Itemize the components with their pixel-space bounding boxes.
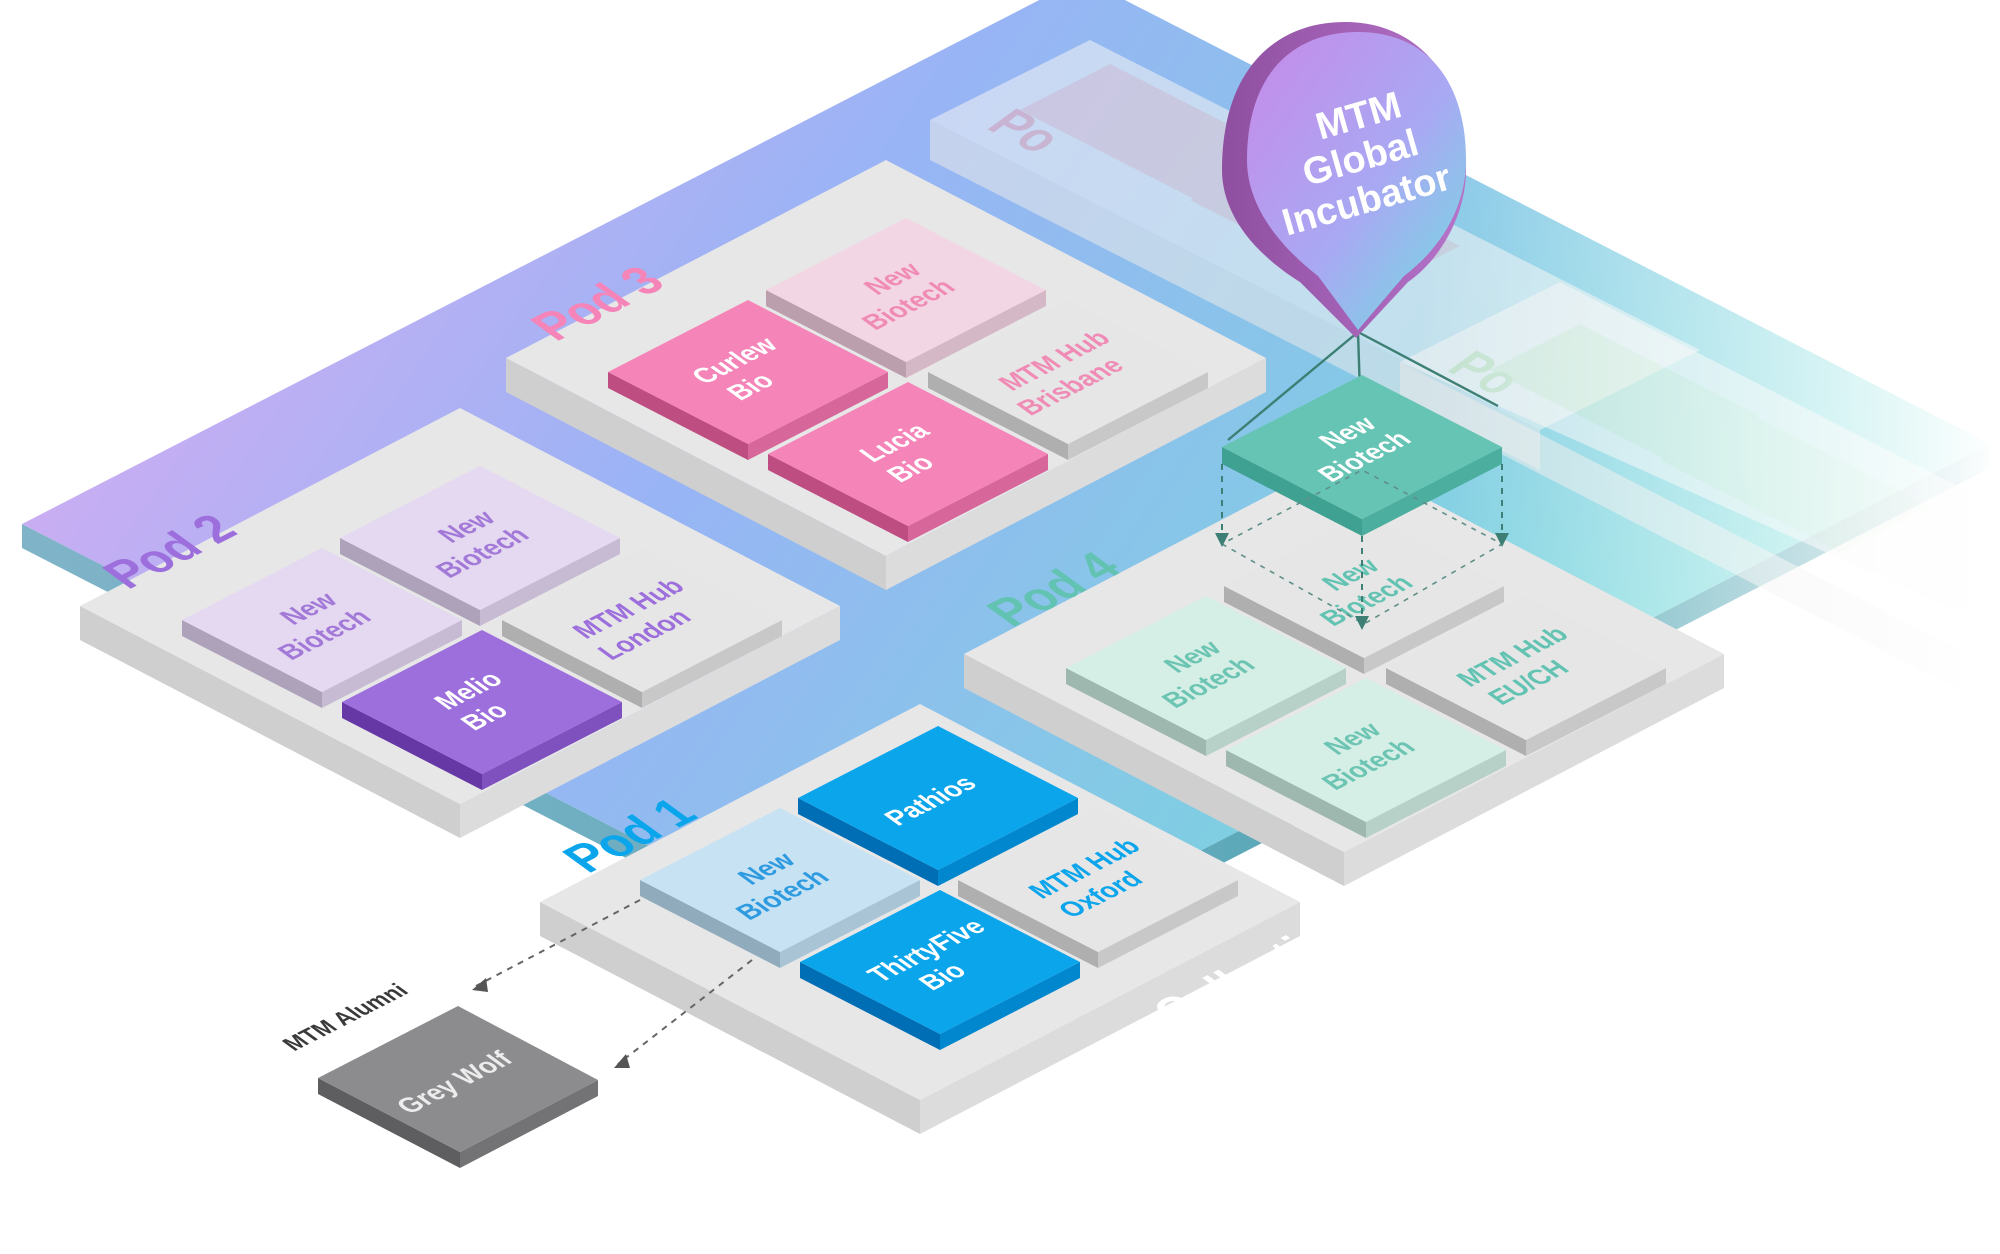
pod2-tile-2-side-left xyxy=(502,620,642,708)
pod2-tile-2-top xyxy=(502,548,782,692)
pod1-tile-1-side-left xyxy=(798,798,938,886)
pod3-tile-3-side-right xyxy=(908,454,1048,542)
pod4-tile-2-top xyxy=(1386,596,1666,740)
pod2-tile-1-top xyxy=(340,466,620,610)
pod3-tile-3-top xyxy=(768,382,1048,526)
pod4-tile-3-top xyxy=(1226,678,1506,822)
pod3-tile-2-top xyxy=(928,300,1208,444)
pod4-tile-2-side-left xyxy=(1386,668,1526,756)
pod2-tile-2-side-right xyxy=(642,620,782,708)
pod1-tile-0-top xyxy=(640,808,920,952)
pod4-tile-1-side-left xyxy=(1224,586,1364,674)
pod2-tile-1-side-left xyxy=(340,538,480,626)
pod4-base-side-right xyxy=(1344,654,1724,886)
pod1-tile-1-side-right xyxy=(938,798,1078,886)
pod1-tile-2-side-right xyxy=(1098,880,1238,968)
pod2-tile-0-side-left xyxy=(182,620,322,708)
pod4-tile-3-side-right xyxy=(1366,750,1506,838)
pod2-base-side-right xyxy=(460,606,840,838)
pod3-base-side-left xyxy=(506,358,886,590)
pod4-tile-0-side-right xyxy=(1206,668,1346,756)
pod2-tile-3-top xyxy=(342,630,622,774)
pod3-tile-1-side-left xyxy=(766,290,906,378)
pod1-tile-1[interactable]: Pathios xyxy=(798,726,1078,886)
alumni-arrow-head-2 xyxy=(614,1054,630,1068)
pod2-tile-3-side-left xyxy=(342,702,482,790)
pod4-tile-3-side-left xyxy=(1226,750,1366,838)
pod1-tile-3-top xyxy=(800,890,1080,1034)
pod2-tile-3-side-right xyxy=(482,702,622,790)
alumni-arrow-head-1 xyxy=(472,978,488,992)
pod4-tile-2-side-right xyxy=(1526,668,1666,756)
incubator-pin: MTM Global Incubator xyxy=(1222,22,1466,338)
pod2-tile-0-side-right xyxy=(322,620,462,708)
pod4-tile-1-side-right xyxy=(1364,586,1504,674)
pod1-tile-0-side-right xyxy=(780,880,920,968)
pod2-tile-1-side-right xyxy=(480,538,620,626)
pod1-base-side-right xyxy=(920,902,1300,1134)
pod1-tile-1-top xyxy=(798,726,1078,870)
pod2-tile-0-top xyxy=(182,548,462,692)
pod4-tile-0-side-left xyxy=(1066,668,1206,756)
pod3-tile-2-side-right xyxy=(1068,372,1208,460)
pod3-tile-2-side-left xyxy=(928,372,1068,460)
pod3-tile-0-top xyxy=(608,300,888,444)
pod3-tile-1-side-right xyxy=(906,290,1046,378)
pod3-base-side-right xyxy=(886,358,1266,590)
pod2-base-side-left xyxy=(80,606,460,838)
pod1-base-side-left xyxy=(540,902,920,1134)
pod1-tile-0-side-left xyxy=(640,880,780,968)
alumni-group: Grey Wolf MTM Alumni xyxy=(276,979,598,1168)
pod3-tile-1-top xyxy=(766,218,1046,362)
pod3-tile-0-side-left xyxy=(608,372,748,460)
pod4-tile-0-top xyxy=(1066,596,1346,740)
pod3-tile-3-side-left xyxy=(768,454,908,542)
pod1-tile-3-side-right xyxy=(940,962,1080,1050)
pod4-tile-1-top xyxy=(1224,514,1504,658)
alumni-arrows xyxy=(475,899,753,1065)
pod1-tile-2-side-left xyxy=(958,880,1098,968)
pod3-tile-0-side-right xyxy=(748,372,888,460)
floating-tile-new-biotech: New Biotech xyxy=(1222,375,1502,536)
pod1-tile-3-side-left xyxy=(800,962,940,1050)
projection-lines xyxy=(1215,464,1509,630)
pod1-tile-2-top xyxy=(958,808,1238,952)
pod4-base-side-left xyxy=(964,654,1344,886)
